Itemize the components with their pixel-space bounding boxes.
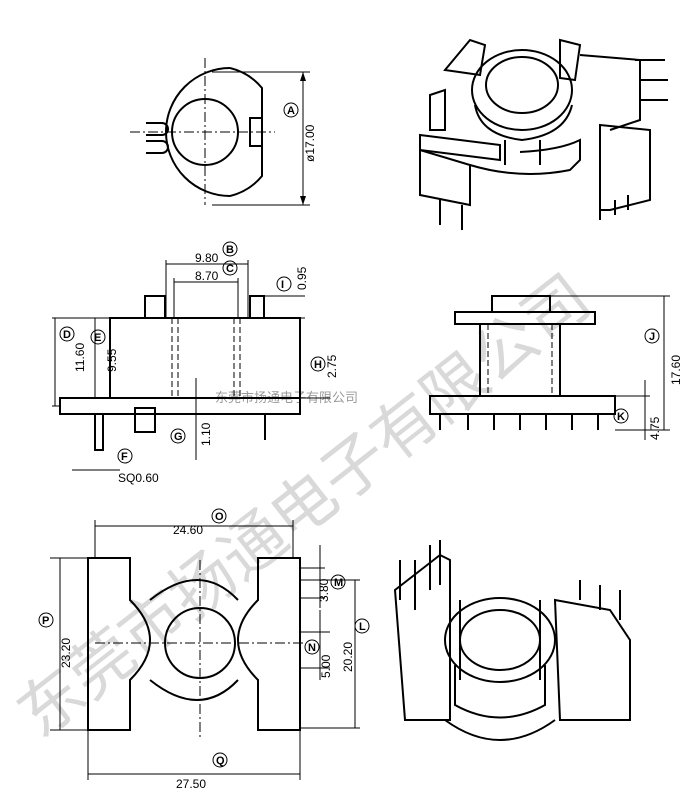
label-P: P	[42, 615, 49, 627]
dim-M: 3.80	[317, 578, 331, 602]
dim-H: 2.75	[325, 354, 339, 378]
iso-view-top	[419, 38, 668, 230]
iso-view-bottom	[393, 540, 631, 741]
label-L: L	[359, 621, 366, 633]
label-Q: Q	[216, 755, 225, 767]
dim-O: 24.60	[173, 523, 203, 537]
label-C: C	[226, 263, 234, 275]
dim-D: 11.60	[73, 343, 87, 372]
dim-L: 20.20	[341, 642, 355, 672]
top-view: A ø17.00	[130, 58, 317, 206]
dim-C: 8.70	[195, 269, 219, 283]
dim-N: 5.00	[319, 654, 333, 678]
dim-G: 1.10	[199, 422, 213, 446]
dim-I: 0.95	[295, 266, 309, 290]
label-I: I	[281, 279, 284, 291]
label-M: M	[334, 577, 343, 589]
label-B: B	[226, 244, 234, 256]
label-N: N	[308, 642, 316, 654]
label-O: O	[215, 511, 224, 523]
label-J: J	[649, 331, 655, 343]
dim-J: 17.60	[669, 355, 683, 385]
dim-K: 4.75	[648, 416, 662, 440]
label-K: K	[617, 411, 625, 423]
bottom-view: O 24.60 P 23.20 M 3.80 L 20.20 N 5.00	[38, 508, 370, 790]
front-view: J 17.60 K 4.75	[429, 295, 683, 440]
label-E: E	[94, 332, 101, 344]
label-H: H	[314, 359, 322, 371]
label-D: D	[63, 329, 71, 341]
dim-E: 9.55	[105, 348, 119, 372]
side-view: B 9.80 C 8.70 I 0.95 D 11.60 E 9.55 H 2.…	[52, 241, 339, 485]
label-A: A	[287, 105, 295, 117]
dim-P: 23.20	[59, 638, 73, 668]
dim-F: SQ0.60	[118, 471, 159, 485]
label-G: G	[174, 431, 183, 443]
dim-A: ø17.00	[303, 124, 317, 162]
label-F: F	[121, 451, 128, 463]
dim-Q: 27.50	[176, 777, 206, 790]
dim-B: 9.80	[195, 251, 219, 265]
